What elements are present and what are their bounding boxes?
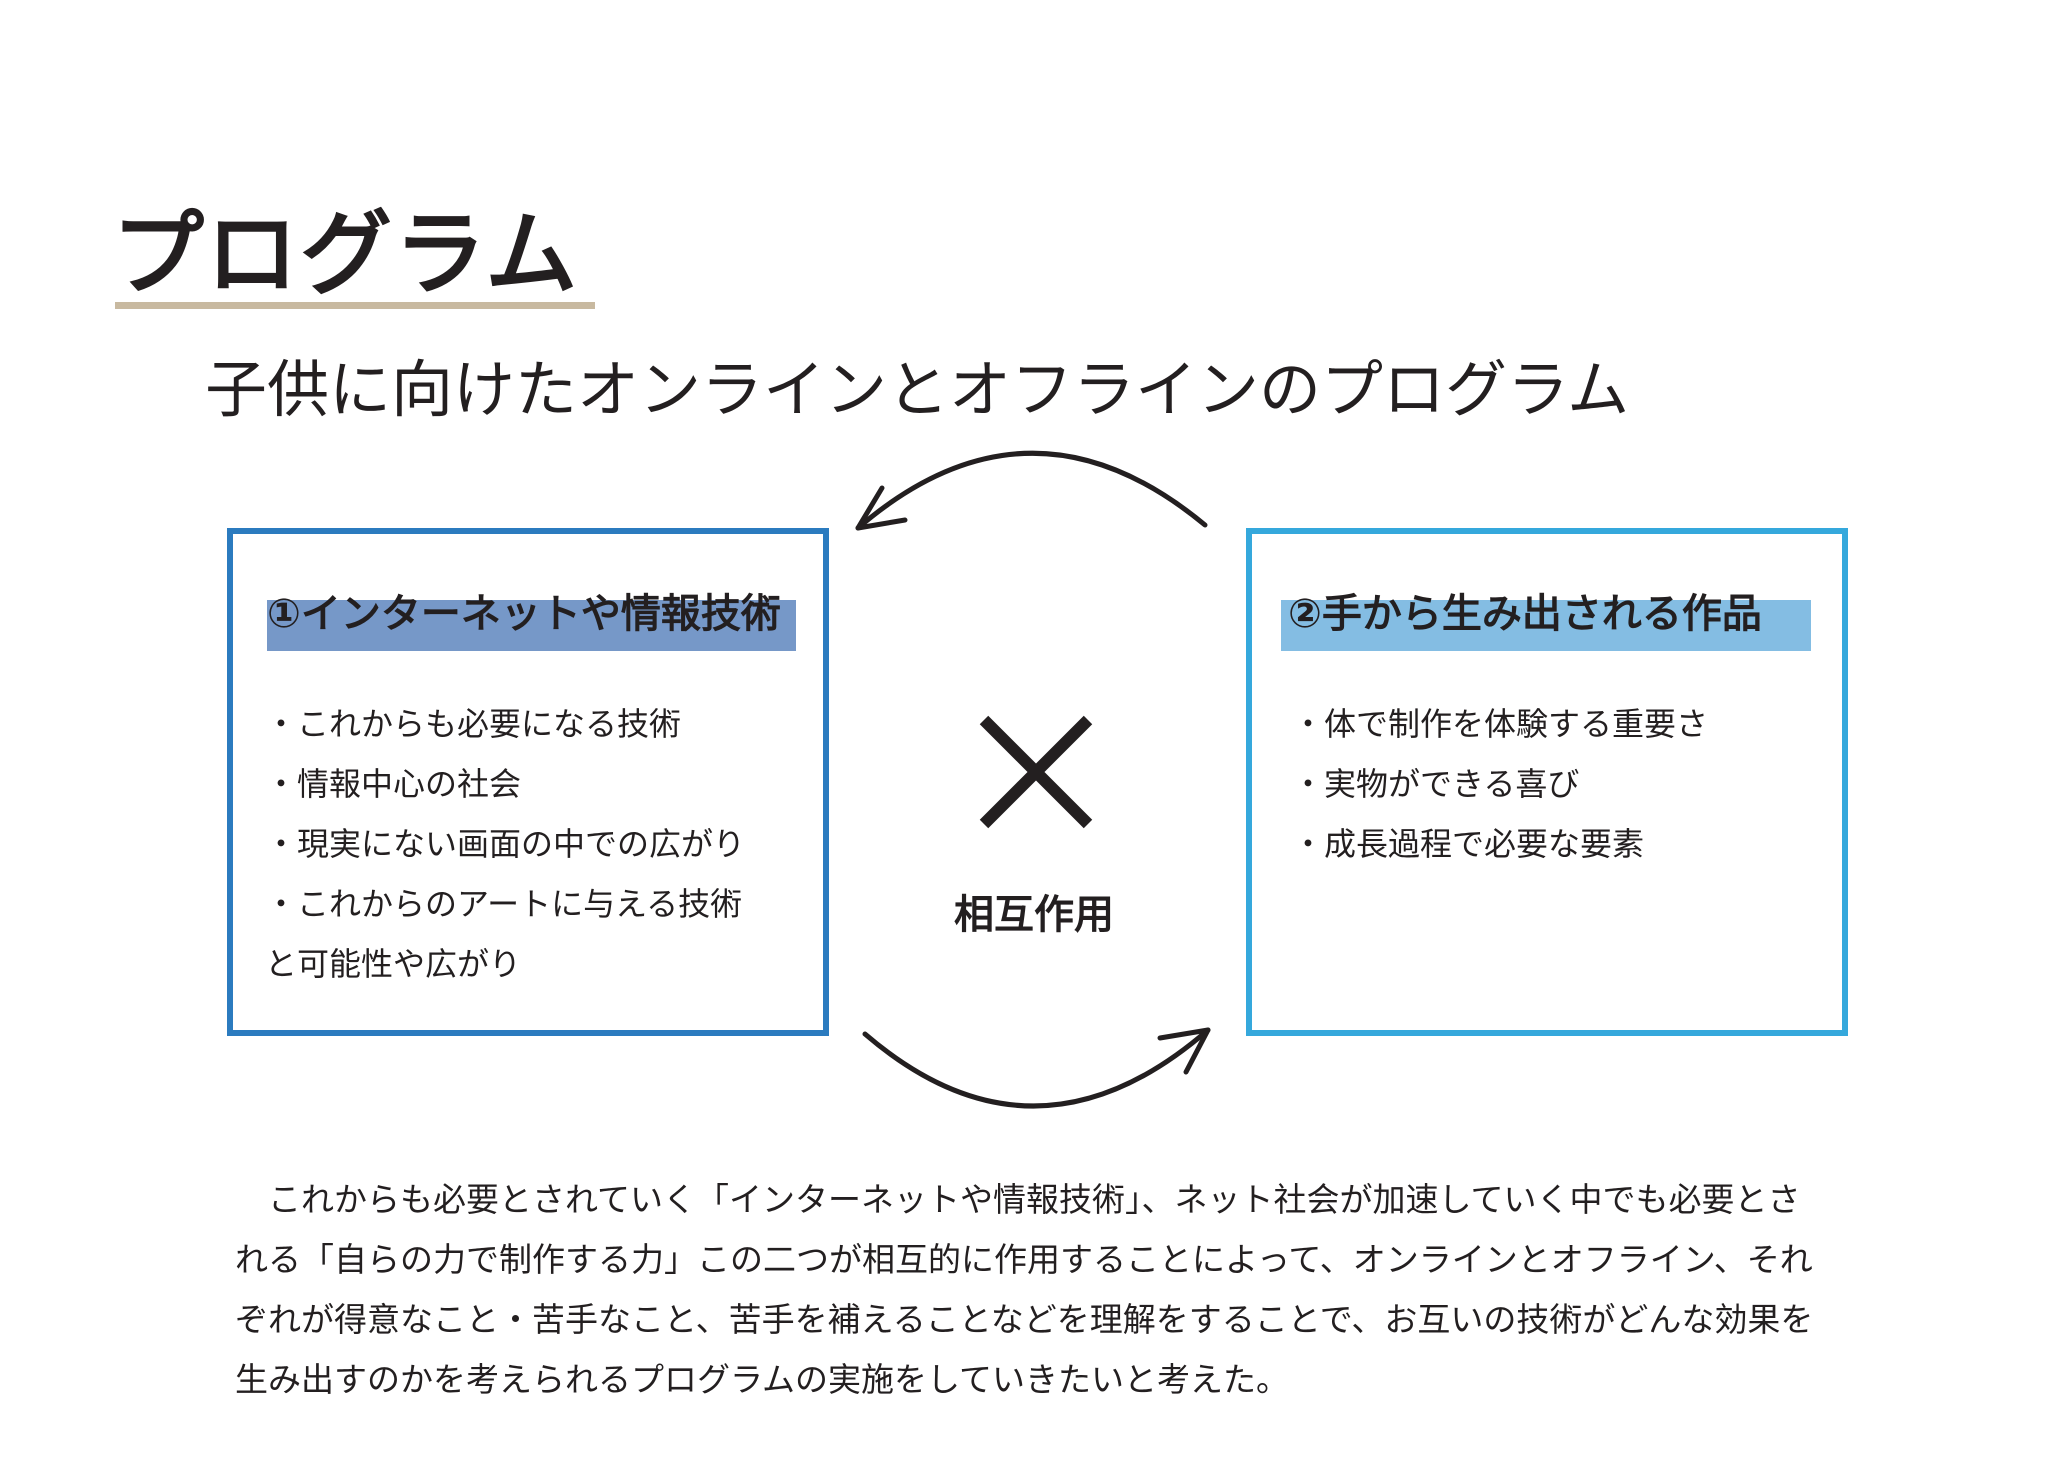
list-item: ・実物ができる喜び	[1292, 765, 1580, 803]
bullet-list: ・体で制作を体験する重要さ ・実物ができる喜び ・成長過程で必要な要素	[1292, 694, 1708, 874]
heading-highlight	[267, 600, 796, 651]
list-item: ・成長過程で必要な要素	[1292, 825, 1645, 863]
paragraph-line: これからも必要とされていく「インターネットや情報技術」、ネット社会が加速していく…	[235, 1180, 1801, 1219]
paragraph-line: れる「自らの力で制作する力」この二つが相互的に作用することによって、オンラインと…	[235, 1240, 1813, 1279]
list-item: ・現実にない画面の中での広がり	[265, 825, 746, 863]
box-heading: ②手から生み出される作品	[1288, 591, 1762, 637]
list-item: ・情報中心の社会	[265, 765, 522, 803]
list-item: と可能性や広がり	[265, 945, 522, 983]
bottom-arc-arrow-icon	[862, 1027, 1211, 1109]
multiply-icon	[979, 715, 1093, 829]
list-item: ・これからのアートに与える技術	[265, 885, 743, 923]
page-subtitle: 子供に向けたオンラインとオフラインのプログラム	[205, 353, 1630, 426]
interaction-label: 相互作用	[954, 892, 1114, 938]
heading-highlight	[1281, 600, 1811, 651]
paragraph-line: 生み出すのかを考えられるプログラムの実施をしていきたいと考えた。	[235, 1360, 1290, 1399]
list-item: ・体で制作を体験する重要さ	[1292, 705, 1709, 743]
title-underline	[115, 302, 595, 309]
paragraph-line: ぞれが得意なこと・苦手なこと、苦手を補えることなどを理解をすることで、お互いの技…	[235, 1300, 1814, 1339]
box-heading: ①インターネットや情報技術	[267, 591, 781, 637]
internet-tech-box: ①インターネットや情報技術 ・これからも必要になる技術 ・情報中心の社会 ・現実…	[227, 528, 829, 1036]
list-item: ・これからも必要になる技術	[265, 705, 682, 743]
description-paragraph: これからも必要とされていく「インターネットや情報技術」、ネット社会が加速していく…	[235, 1170, 1813, 1410]
top-arc-arrow-icon	[855, 450, 1208, 531]
page-title: プログラム	[112, 201, 580, 308]
handmade-works-box: ②手から生み出される作品 ・体で制作を体験する重要さ ・実物ができる喜び ・成長…	[1246, 528, 1848, 1036]
bullet-list: ・これからも必要になる技術 ・情報中心の社会 ・現実にない画面の中での広がり ・…	[265, 694, 745, 994]
